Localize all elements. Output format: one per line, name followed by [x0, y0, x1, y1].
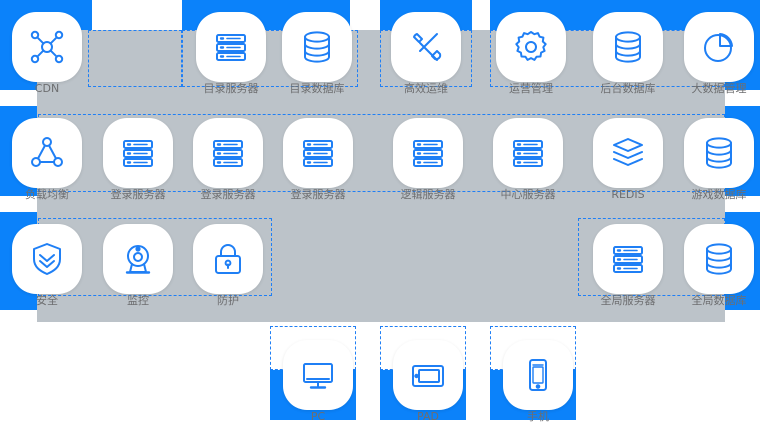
- node-tile-background: [496, 12, 566, 82]
- node-label: 登录服务器: [200, 188, 256, 201]
- node-label: 游戏数据库: [691, 188, 747, 201]
- node-tile[interactable]: 游戏数据库: [684, 118, 754, 201]
- node-tile[interactable]: 登录服务器: [103, 118, 173, 201]
- node-tile-background: [391, 12, 461, 82]
- node-tile-background: [684, 118, 754, 188]
- node-tile[interactable]: PC: [283, 340, 353, 423]
- group-directory: [182, 30, 358, 87]
- node-tile[interactable]: 安全: [12, 224, 82, 307]
- server-rack-icon: [613, 246, 643, 273]
- node-tile[interactable]: 登录服务器: [283, 118, 353, 201]
- node-label: PC: [310, 410, 326, 423]
- node-tile-background: [193, 224, 263, 294]
- node-label: 手机: [527, 410, 549, 423]
- shield-check-icon: [33, 243, 61, 275]
- node-tile-background: [393, 340, 463, 410]
- node-tile[interactable]: 登录服务器: [193, 118, 263, 201]
- node-tile-background: [12, 224, 82, 294]
- node-tile[interactable]: 运营管理: [496, 12, 566, 95]
- node-tile-background: [593, 12, 663, 82]
- node-tile[interactable]: 目录服务器: [196, 12, 266, 95]
- node-tile[interactable]: REDIS: [593, 118, 663, 201]
- database-cylinder-icon: [706, 243, 732, 275]
- node-label: 防护: [217, 294, 239, 307]
- node-tile[interactable]: 大数据管理: [684, 12, 754, 95]
- node-label: 大数据管理: [691, 82, 747, 95]
- node-label: 全局服务器: [600, 294, 656, 307]
- database-cylinder-icon: [615, 31, 641, 63]
- server-rack-icon: [513, 140, 543, 167]
- node-label: CDN: [34, 82, 60, 95]
- node-label: 中心服务器: [500, 188, 556, 201]
- node-tile[interactable]: 防护: [193, 224, 263, 307]
- node-tile[interactable]: PAD: [393, 340, 463, 423]
- node-tile-background: [103, 224, 173, 294]
- node-tile-background: [283, 340, 353, 410]
- node-label: 监控: [127, 294, 149, 307]
- node-label: 目录服务器: [203, 82, 259, 95]
- node-label: 登录服务器: [110, 188, 166, 201]
- node-tile[interactable]: 负载均衡: [12, 118, 82, 201]
- node-tile[interactable]: CDN: [12, 12, 82, 95]
- pie-chart-icon: [704, 33, 733, 62]
- node-tile[interactable]: 全局服务器: [593, 224, 663, 307]
- node-label: 运营管理: [509, 82, 553, 95]
- node-tile-background: [12, 12, 82, 82]
- node-label: 后台数据库: [600, 82, 656, 95]
- node-label: 负载均衡: [25, 188, 69, 201]
- node-tile[interactable]: 后台数据库: [593, 12, 663, 95]
- node-tile-background: [684, 12, 754, 82]
- group-cdn: [88, 30, 182, 87]
- node-tile[interactable]: 手机: [503, 340, 573, 423]
- node-label: REDIS: [611, 188, 645, 201]
- node-tile-background: [684, 224, 754, 294]
- node-tile[interactable]: 监控: [103, 224, 173, 307]
- database-cylinder-icon: [706, 137, 732, 169]
- server-rack-icon: [213, 140, 243, 167]
- mobile-phone-icon: [529, 359, 547, 391]
- node-tile-background: [593, 118, 663, 188]
- lock-padlock-icon: [215, 244, 241, 274]
- node-label: 登录服务器: [290, 188, 346, 201]
- node-tile-background: [503, 340, 573, 410]
- node-tile-background: [282, 12, 352, 82]
- node-tile-background: [12, 118, 82, 188]
- layers-stack-icon: [613, 138, 643, 166]
- node-label: 逻辑服务器: [400, 188, 456, 201]
- node-label: 高效运维: [404, 82, 448, 95]
- database-cylinder-icon: [304, 31, 330, 63]
- desktop-monitor-icon: [303, 363, 333, 389]
- node-tile[interactable]: 高效运维: [391, 12, 461, 95]
- node-tile[interactable]: 目录数据库: [282, 12, 352, 95]
- server-rack-icon: [413, 140, 443, 167]
- node-tile[interactable]: 逻辑服务器: [393, 118, 463, 201]
- tools-wrench-icon: [413, 33, 442, 61]
- node-tile[interactable]: 中心服务器: [493, 118, 563, 201]
- server-rack-icon: [303, 140, 333, 167]
- server-rack-icon: [123, 140, 153, 167]
- node-tile[interactable]: 全局数据库: [684, 224, 754, 307]
- node-label: 安全: [36, 294, 58, 307]
- node-label: PAD: [417, 410, 439, 423]
- gear-settings-icon: [515, 31, 547, 61]
- camera-monitor-icon: [125, 245, 151, 274]
- tablet-device-icon: [412, 365, 444, 387]
- node-label: 全局数据库: [691, 294, 747, 307]
- node-label: 目录数据库: [289, 82, 345, 95]
- cdn-network-icon: [30, 30, 64, 64]
- server-rack-icon: [216, 34, 246, 61]
- load-balancer-icon: [31, 137, 63, 167]
